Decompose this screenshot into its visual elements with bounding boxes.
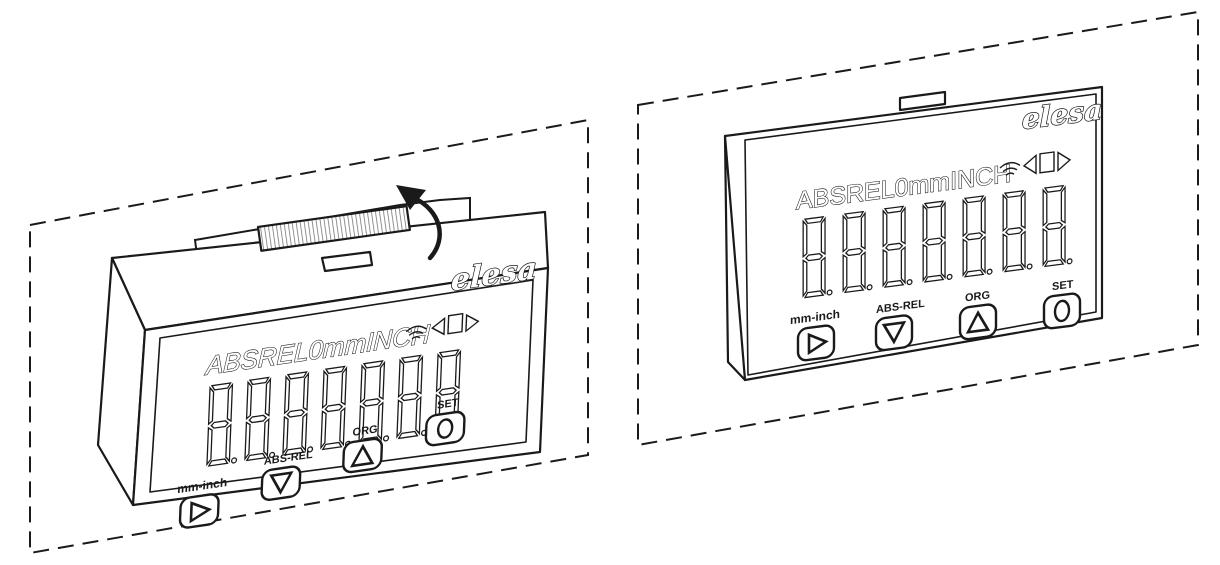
left-button-row: mm-inch ABS-REL ORG SET [176, 396, 466, 529]
left-status-icons [405, 312, 480, 340]
right-button-row: mm-inch ABS-REL ORG SET [790, 278, 1082, 362]
left-panel-outline [29, 118, 589, 555]
right-set-button[interactable]: SET [1042, 278, 1082, 330]
right-arrow-icon [1057, 151, 1072, 172]
circle-icon [1053, 299, 1071, 323]
right-arrow-icon [465, 313, 480, 333]
right-abs-rel-button[interactable]: ABS-REL [874, 298, 925, 352]
triangle-down-icon [881, 320, 907, 345]
right-status-icons [999, 151, 1072, 176]
triangle-up-icon [965, 310, 991, 334]
left-arrow-icon [431, 316, 446, 336]
square-icon [447, 312, 464, 335]
rotate-arrow-icon [396, 185, 442, 261]
left-device-clip [256, 205, 411, 252]
right-mm-inch-label: mm-inch [790, 307, 840, 327]
right-illustration: elesa ABSREL0mmINCH mm-inch [637, 10, 1199, 447]
right-org-label: ORG [965, 289, 990, 304]
left-set-button[interactable]: SET [424, 396, 466, 447]
left-arrow-icon [1022, 153, 1037, 175]
right-device-body [723, 85, 1104, 382]
circle-icon [436, 418, 454, 439]
square-icon [1039, 151, 1055, 174]
left-illustration: elesa ABSREL0mmINCH mm-inch [29, 118, 589, 555]
play-right-icon [807, 332, 829, 356]
play-right-icon [189, 501, 213, 524]
triangle-up-icon [349, 443, 375, 468]
right-mm-inch-button[interactable]: mm-inch [790, 307, 840, 362]
right-org-button[interactable]: ORG [958, 289, 998, 341]
right-set-label: SET [1052, 278, 1074, 293]
right-panel-outline [637, 10, 1199, 447]
left-org-label: ORG [352, 423, 378, 439]
left-set-label: SET [437, 397, 459, 412]
wifi-icon [405, 325, 427, 340]
wifi-icon [999, 161, 1021, 176]
left-org-button[interactable]: ORG [342, 423, 384, 474]
left-mm-inch-button[interactable]: mm-inch [176, 475, 228, 529]
left-abs-rel-button[interactable]: ABS-REL [260, 449, 313, 501]
triangle-down-icon [269, 471, 294, 495]
